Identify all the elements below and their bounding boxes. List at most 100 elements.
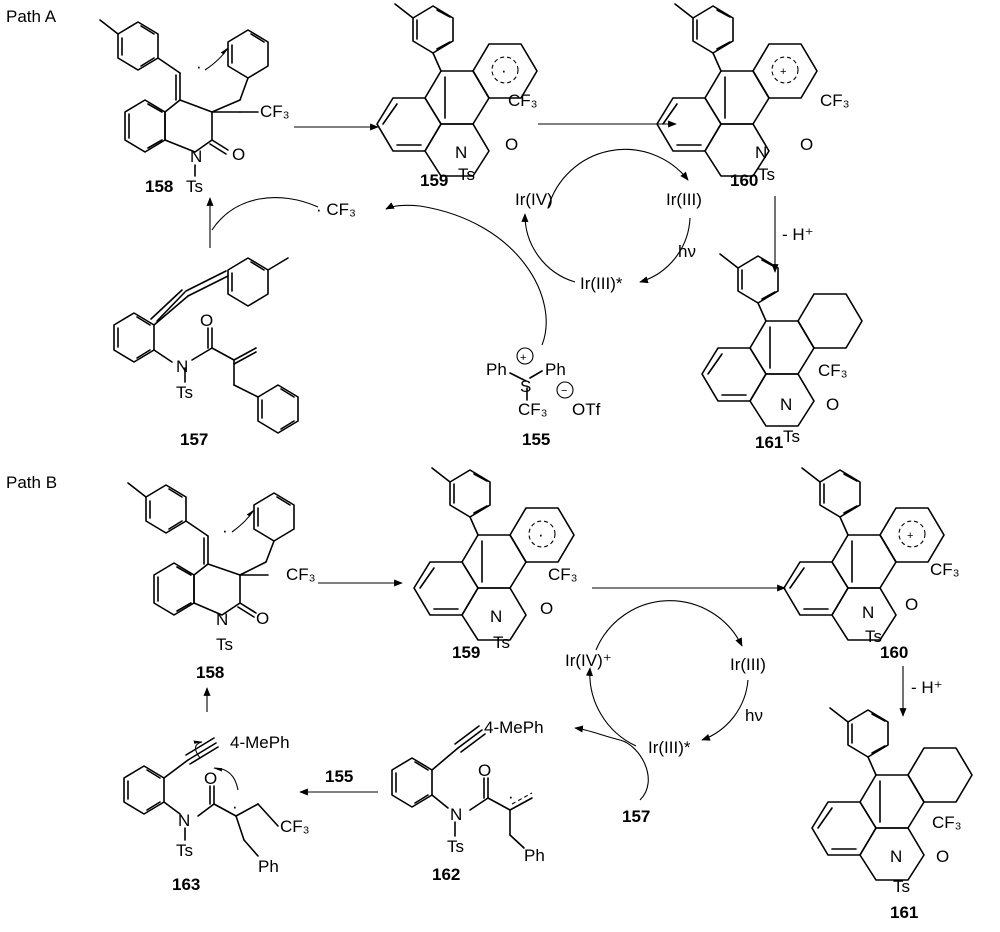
reagent-155-otf: OTf: [572, 400, 601, 419]
oxygen-label: O: [204, 769, 217, 788]
compound-162-structure: ·: [391, 725, 533, 849]
nitrogen-label: N: [190, 147, 202, 166]
reagent-155-label: 155: [325, 767, 353, 786]
cycle-arc-top: [595, 600, 743, 651]
cycle-arc-left: [521, 213, 576, 283]
ts-label: Ts: [458, 165, 475, 184]
cycle-arc-right: [701, 679, 749, 741]
phenyl-substituent-162: Ph: [524, 846, 545, 865]
nitrogen-label: N: [216, 610, 228, 629]
svg-text:·: ·: [538, 525, 544, 544]
ts-label: Ts: [865, 627, 882, 646]
cf3-label: CF₃: [820, 91, 850, 110]
nitrogen-label: N: [455, 143, 467, 162]
compound-159-label: 159: [452, 643, 480, 662]
deprotonation-label-a: - H⁺: [782, 225, 814, 244]
ir-iii-label: Ir(III): [730, 655, 766, 674]
oxygen-label: O: [256, 609, 269, 628]
cycle-arc-top: [547, 148, 689, 209]
ts-label: Ts: [758, 165, 775, 184]
hv-label: hν: [745, 706, 763, 725]
svg-text:+: +: [520, 352, 526, 364]
compound-158-structure: ·: [127, 482, 295, 618]
compound-163-label: 163: [172, 875, 200, 894]
oxygen-label: O: [936, 847, 949, 866]
cycle-arc-left: [585, 667, 637, 747]
svg-text:+: +: [907, 530, 913, 542]
oxygen-label: O: [200, 311, 213, 330]
157-to-162-arrow: [574, 725, 649, 801]
ts-label: Ts: [186, 177, 203, 196]
nitrogen-label: N: [890, 847, 902, 866]
nitrogen-label: N: [862, 603, 874, 622]
reagent-155-structure: + −: [509, 347, 574, 401]
oxygen-label: O: [505, 135, 518, 154]
ir-iv-label: Ir(IV): [515, 190, 553, 209]
oxygen-label: O: [232, 145, 245, 164]
oxygen-label: O: [800, 135, 813, 154]
reagent-155-ph1: Ph: [486, 360, 507, 379]
nitrogen-label: N: [450, 805, 462, 824]
oxygen-label: O: [478, 761, 491, 780]
ir-iii-star-label: Ir(III)*: [580, 274, 623, 293]
cf3-label: CF₃: [548, 565, 578, 584]
radical-addition-arrow: [211, 197, 319, 231]
ts-label: Ts: [176, 383, 193, 402]
ir-iii-star-label: Ir(III)*: [648, 738, 691, 757]
phenyl-substituent-163: Ph: [258, 857, 279, 876]
svg-text:−: −: [561, 385, 567, 397]
compound-160-label: 160: [730, 171, 758, 190]
compound-161-label: 161: [890, 903, 918, 922]
oxygen-label: O: [826, 395, 839, 414]
svg-text:·: ·: [196, 57, 202, 76]
aryl-substituent-163: 4-MePh: [230, 733, 290, 752]
compound-160-label: 160: [880, 643, 908, 662]
ts-label: Ts: [893, 877, 910, 896]
compound-157-label: 157: [180, 430, 208, 449]
compound-163-structure: ·: [123, 737, 279, 857]
aryl-substituent-162: 4-MePh: [484, 718, 544, 737]
compound-160-structure: +: [783, 467, 945, 641]
cf3-label: CF₃: [818, 361, 848, 380]
path-b-title: Path B: [6, 473, 57, 492]
nitrogen-label: N: [780, 395, 792, 414]
ts-label: Ts: [176, 841, 193, 860]
reagent-155-sulfur: S: [520, 377, 531, 396]
compound-158-label: 158: [196, 663, 224, 682]
ts-label: Ts: [216, 635, 233, 654]
ir-iv-plus-label: Ir(IV)⁺: [565, 651, 612, 670]
compound-157-label: 157: [622, 807, 650, 826]
oxygen-label: O: [540, 599, 553, 618]
reagent-155-cf3: CF₃: [518, 400, 548, 419]
cf3-radical-label: · CF₃: [316, 200, 356, 219]
compound-162-label: 162: [432, 865, 460, 884]
svg-text:·: ·: [222, 521, 228, 540]
cf3-label: CF₃: [932, 813, 962, 832]
nitrogen-label: N: [176, 357, 188, 376]
deprotonation-label-b: - H⁺: [911, 678, 943, 697]
cycle-arc-right: [639, 217, 691, 284]
compound-157-structure: [113, 257, 299, 434]
compound-159-structure: ·: [413, 467, 575, 641]
compound-159-label: 159: [420, 171, 448, 190]
reagent-155-ph2: Ph: [545, 360, 566, 379]
ts-label: Ts: [493, 633, 510, 652]
cf3-label: CF₃: [508, 91, 538, 110]
cf3-label: CF₃: [280, 817, 310, 836]
compound-161-label: 161: [755, 433, 783, 452]
hv-label: hν: [678, 242, 696, 261]
path-a-title: Path A: [6, 7, 57, 26]
nitrogen-label: N: [178, 811, 190, 830]
nitrogen-label: N: [490, 607, 502, 626]
compound-160-structure: +: [656, 3, 818, 177]
ts-label: Ts: [447, 837, 464, 856]
ir-iii-label: Ir(III): [666, 190, 702, 209]
cf3-release-arrow: [385, 202, 547, 346]
ts-label: Ts: [783, 427, 800, 446]
oxygen-label: O: [905, 595, 918, 614]
svg-text:+: +: [780, 66, 786, 78]
svg-text:·: ·: [501, 61, 507, 80]
svg-text:·: ·: [508, 787, 514, 806]
nitrogen-label: N: [755, 143, 767, 162]
